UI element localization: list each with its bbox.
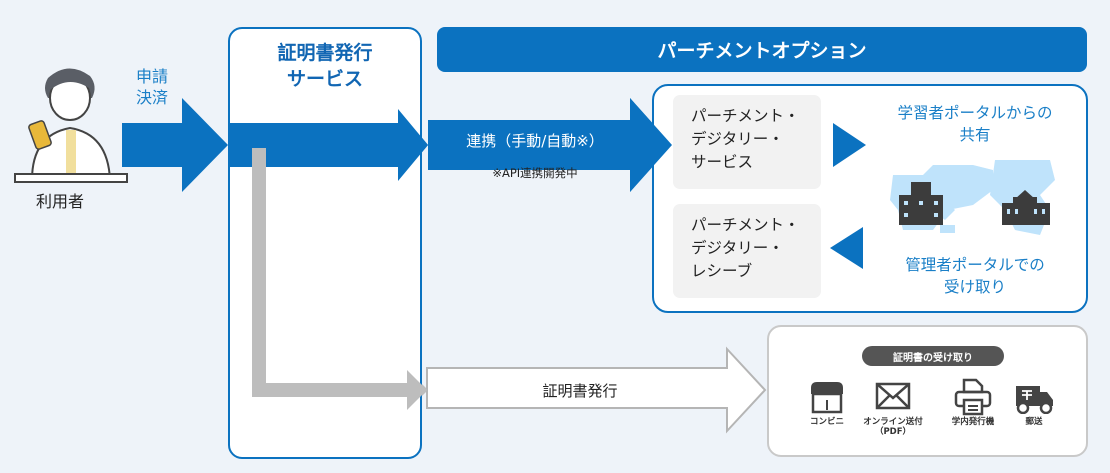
link-arrow <box>428 98 672 192</box>
envelope-icon <box>875 382 911 410</box>
method-label: 学内発行機 <box>951 417 995 427</box>
method-label-main: オンライン送付 <box>863 417 923 427</box>
method-label: オンライン送付 （PDF） <box>855 417 931 437</box>
issuance-arrow-label: 証明書発行 <box>542 382 618 400</box>
parchment-option-banner: パーチメントオプション <box>437 27 1087 72</box>
receipt-title-pill: 証明書の受け取り <box>862 346 1004 366</box>
card-line: デジタリー・ <box>691 130 784 148</box>
title-line1: 証明書発行 <box>277 42 373 64</box>
card-line: パーチメント・ <box>691 107 800 125</box>
person-with-smartphone-icon <box>14 68 128 183</box>
learner-portal-share: 学習者ポータルからの 共有 <box>880 102 1070 146</box>
apply-text: 申請 <box>135 67 168 86</box>
share-arrow-icon <box>833 123 866 167</box>
receive-arrow-icon <box>830 227 863 269</box>
method-label: コンビニ <box>809 417 844 427</box>
receive-line: 管理者ポータルでの <box>905 256 1045 274</box>
apply-label: 申請 決済 <box>120 66 184 108</box>
printer-icon <box>954 378 992 416</box>
share-line: 共有 <box>959 126 991 144</box>
link-arrow-head-overlay <box>630 98 672 192</box>
link-arrow-label: 連携（手動/自動※） <box>466 132 604 150</box>
parchment-receive-card: パーチメント・ デジタリー・ レシーブ <box>673 204 821 298</box>
admin-portal-receive: 管理者ポータルでの 受け取り <box>880 254 1070 298</box>
parchment-service-card: パーチメント・ デジタリー・ サービス <box>673 95 821 189</box>
convenience-store-icon <box>811 382 843 414</box>
gray-connector-overlay <box>252 148 427 410</box>
share-line: 学習者ポータルからの <box>897 104 1053 122</box>
user-label: 利用者 <box>35 192 84 211</box>
card-line: パーチメント・ <box>691 216 800 234</box>
certificate-service-title: 証明書発行 サービス <box>228 40 422 92</box>
card-line: レシーブ <box>691 262 753 280</box>
issuance-arrow <box>426 346 767 434</box>
method-label-sub: （PDF） <box>874 427 912 437</box>
service-arrow-overlay <box>228 109 428 181</box>
school-building-icon <box>1002 190 1050 225</box>
school-building-icon <box>899 182 943 225</box>
card-line: デジタリー・ <box>691 239 784 257</box>
apply-arrow <box>122 98 228 192</box>
card-line: サービス <box>691 153 754 171</box>
payment-text: 決済 <box>135 88 168 107</box>
method-label: 郵送 <box>1025 417 1043 427</box>
api-note: ※API連携開発中 <box>492 166 578 180</box>
mail-truck-icon <box>1016 386 1053 414</box>
world-map-icon <box>890 160 1055 235</box>
title-line2: サービス <box>286 68 363 90</box>
receive-line: 受け取り <box>943 278 1006 296</box>
